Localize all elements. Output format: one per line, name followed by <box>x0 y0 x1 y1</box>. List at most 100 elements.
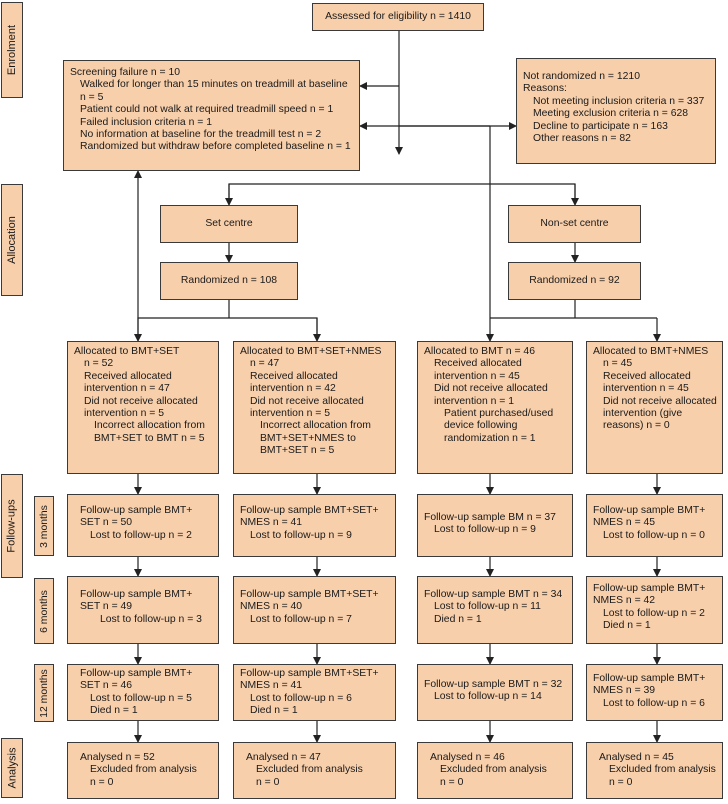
allocated-line: intervention (give <box>603 408 683 420</box>
nonset-randomized-box: Randomized n = 92 <box>508 262 641 300</box>
screening-line: Failed inclusion criteria n = 1 <box>80 116 212 128</box>
allocated-line: Did not receive allocated <box>603 395 717 407</box>
followup-line: Lost to follow-up n = 2 <box>90 529 192 541</box>
fu3-bmt-box: Follow-up sample BM n = 37 Lost to follo… <box>417 494 573 557</box>
phase-allocation: Allocation <box>1 184 23 296</box>
allocated-line: Did not receive allocated <box>250 395 364 407</box>
followup-line: SET n = 46 <box>80 680 133 692</box>
allocated-line: Allocated to BMT+SET <box>74 346 180 357</box>
allocated-line: intervention n = 45 <box>603 383 689 395</box>
analysed-line: n = 0 <box>609 776 633 788</box>
analysed-line: Excluded from analysis <box>440 764 547 776</box>
followup-line: Lost to follow-up n = 0 <box>603 529 705 541</box>
fu12-bmt-nmes-box: Follow-up sample BMT+ NMES n = 39 Lost t… <box>586 664 723 721</box>
analysed-bmt-set-box: Analysed n = 52 Excluded from analysis n… <box>67 742 219 799</box>
allocated-line: Did not receive allocated <box>84 395 198 407</box>
analysed-bmt-nmes-box: Analysed n = 45 Excluded from analysis n… <box>586 742 723 799</box>
followup-line: Follow-up sample BMT n = 34 <box>424 589 563 600</box>
fu6-bmt-box: Follow-up sample BMT n = 34 Lost to foll… <box>417 576 573 644</box>
analysed-line: Excluded from analysis <box>256 764 363 776</box>
allocated-line: Incorrect allocation from <box>94 420 205 432</box>
screening-line: Walked for longer than 15 minutes on tre… <box>80 79 348 91</box>
allocated-line: n = 45 <box>603 358 633 370</box>
followup-line: Follow-up sample BMT+SET+ <box>240 505 379 516</box>
fu3-bmt-nmes-box: Follow-up sample BMT+ NMES n = 45 Lost t… <box>586 494 723 557</box>
analysed-line: n = 0 <box>90 776 114 788</box>
screening-line: Randomized but withdraw before completed… <box>80 141 351 153</box>
followup-line: Follow-up sample BMT+SET+ <box>240 668 379 679</box>
set-randomized-box: Randomized n = 108 <box>160 262 298 300</box>
analysed-line: Excluded from analysis <box>609 764 716 776</box>
screening-line: No information at baseline for the tread… <box>80 129 322 141</box>
allocated-line: intervention n = 5 <box>84 408 165 420</box>
fu12-bmt-set-box: Follow-up sample BMT+ SET n = 46 Lost to… <box>67 664 219 721</box>
followup-line: Follow-up sample BMT+ <box>80 668 193 679</box>
not-randomized-line: Decline to participate n = 163 <box>533 120 668 132</box>
allocated-bmt-nmes-box: Allocated to BMT+NMES n = 45 Received al… <box>586 341 723 474</box>
allocated-line: randomization n = 1 <box>444 432 536 444</box>
followup-line: Lost to follow-up n = 5 <box>90 692 192 704</box>
fu3-bmt-set-box: Follow-up sample BMT+ SET n = 50 Lost to… <box>67 494 219 557</box>
followup-line: Follow-up sample BMT n = 32 <box>424 679 563 690</box>
fu12-bmt-set-nmes-box: Follow-up sample BMT+SET+ NMES n = 41 Lo… <box>233 664 396 721</box>
screening-line: n = 5 <box>80 91 104 103</box>
allocated-line: intervention n = 47 <box>84 383 170 395</box>
fu6-bmt-set-box: Follow-up sample BMT+ SET n = 49 Lost to… <box>67 576 219 644</box>
allocated-line: Received allocated <box>434 358 522 370</box>
followup-line: Lost to follow-up n = 3 <box>100 613 202 625</box>
analysed-bmt-set-nmes-box: Analysed n = 47 Excluded from analysis n… <box>233 742 396 799</box>
allocated-line: BMT+SET+NMES to <box>260 432 356 444</box>
not-randomized-line: Meeting exclusion criteria n = 628 <box>533 108 689 120</box>
followup-line: Follow-up sample BMT+SET+ <box>240 589 379 600</box>
followup-line: Died n = 1 <box>250 705 298 717</box>
allocated-line: Received allocated <box>603 370 691 382</box>
followup-line: NMES n = 41 <box>240 517 303 529</box>
analysed-line: n = 0 <box>256 776 280 788</box>
phase-followups: Follow-ups <box>1 474 23 578</box>
fu6-bmt-nmes-box: Follow-up sample BMT+ NMES n = 42 Lost t… <box>586 576 723 644</box>
followup-line: SET n = 50 <box>80 517 133 529</box>
followup-line: SET n = 49 <box>80 601 133 613</box>
allocated-line: BMT+SET to BMT n = 5 <box>94 432 205 444</box>
followup-line: NMES n = 40 <box>240 601 303 613</box>
allocated-line: intervention n = 5 <box>250 408 331 420</box>
not-randomized-box: Not randomized n = 1210 Reasons: Not mee… <box>516 58 716 164</box>
allocated-line: Allocated to BMT+SET+NMES <box>240 346 382 357</box>
allocated-line: Did not receive allocated <box>434 383 548 395</box>
analysed-line: Analysed n = 46 <box>430 752 505 763</box>
followup-line: Follow-up sample BMT+ <box>593 673 706 684</box>
timepoint-6-months: 6 months <box>34 578 54 644</box>
followup-line: Died n = 1 <box>90 705 138 717</box>
followup-line: Lost to follow-up n = 7 <box>250 613 352 625</box>
allocated-line: Received allocated <box>250 370 338 382</box>
allocated-line: n = 47 <box>250 358 280 370</box>
followup-line: Follow-up sample BMT+ <box>80 589 193 600</box>
followup-line: NMES n = 42 <box>593 595 656 607</box>
followup-line: Lost to follow-up n = 14 <box>434 691 542 703</box>
followup-line: Died n = 1 <box>434 613 482 625</box>
fu3-bmt-set-nmes-box: Follow-up sample BMT+SET+ NMES n = 41 Lo… <box>233 494 396 557</box>
allocated-bmt-set-nmes-box: Allocated to BMT+SET+NMES n = 47 Receive… <box>233 341 396 474</box>
analysed-line: Excluded from analysis <box>90 764 197 776</box>
followup-line: NMES n = 41 <box>240 680 303 692</box>
phase-enrolment: Enrolment <box>1 2 23 98</box>
not-randomized-line: Other reasons n = 82 <box>533 133 631 145</box>
followup-line: Follow-up sample BMT+ <box>593 505 706 516</box>
analysed-line: Analysed n = 45 <box>599 752 674 763</box>
fu6-bmt-set-nmes-box: Follow-up sample BMT+SET+ NMES n = 40 Lo… <box>233 576 396 644</box>
followup-line: Lost to follow-up n = 2 <box>603 607 705 619</box>
not-randomized-line: Not meeting inclusion criteria n = 337 <box>533 95 705 107</box>
allocated-line: Incorrect allocation from <box>260 420 371 432</box>
followup-line: Died n = 1 <box>603 620 651 632</box>
followup-line: NMES n = 39 <box>593 685 656 697</box>
allocated-bmt-set-box: Allocated to BMT+SET n = 52 Received all… <box>67 341 219 474</box>
analysed-line: Analysed n = 47 <box>246 752 321 763</box>
analysed-line: Analysed n = 52 <box>80 752 155 763</box>
followup-line: Lost to follow-up n = 6 <box>603 697 705 709</box>
not-randomized-line: Not randomized n = 1210 <box>523 71 640 82</box>
fu12-bmt-box: Follow-up sample BMT n = 32 Lost to foll… <box>417 664 573 721</box>
allocated-line: Received allocated <box>84 370 172 382</box>
allocated-line: BMT+SET n = 5 <box>260 445 335 457</box>
